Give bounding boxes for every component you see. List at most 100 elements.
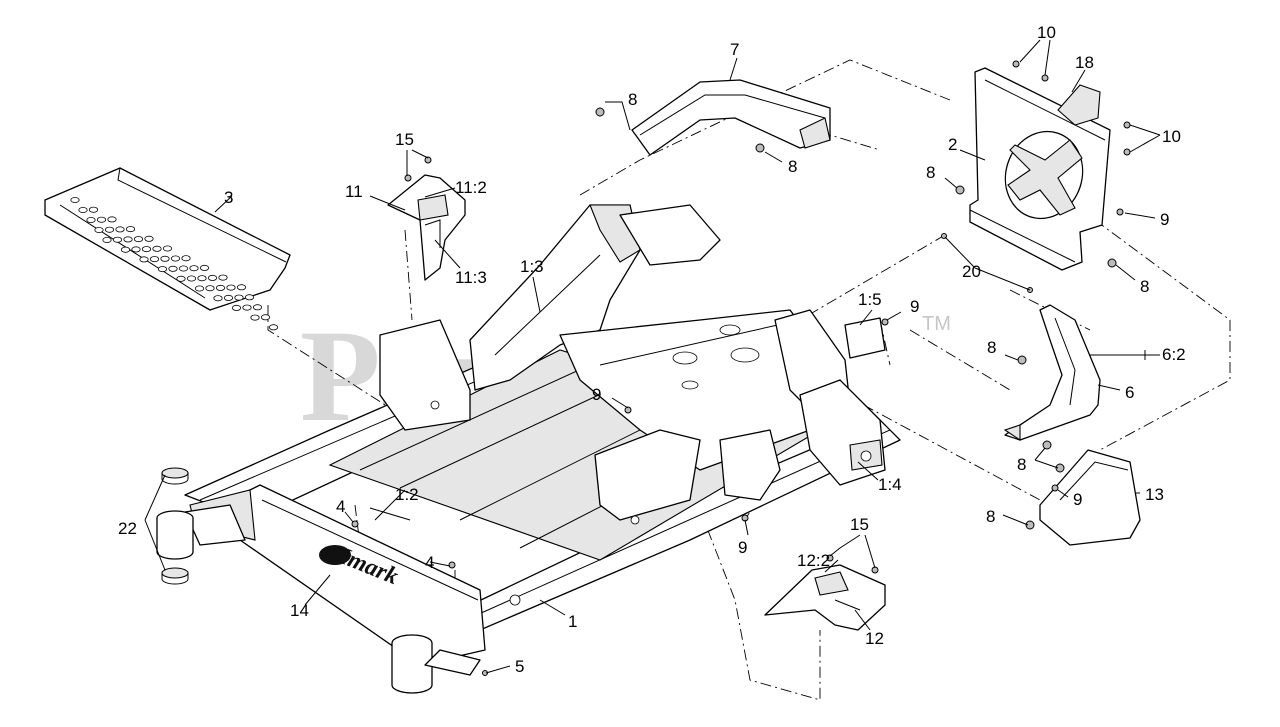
callout-9-a: 9: [910, 297, 919, 316]
callout-14: 14: [290, 601, 309, 620]
callout-8-b: 8: [788, 157, 797, 176]
perforation-hole: [125, 226, 136, 233]
callout-6: 6: [1125, 383, 1134, 402]
perforation-hole: [176, 275, 186, 282]
callout-1-3: 1:3: [520, 257, 544, 276]
bracket-plate-12: [764, 564, 886, 631]
callout-12-2: 12:2: [797, 551, 830, 570]
callout-1-4: 1:4: [878, 475, 902, 494]
perforation-hole: [152, 245, 162, 252]
perforation-hole: [120, 246, 131, 253]
perforation-hole: [131, 246, 141, 253]
perforation-hole: [234, 294, 244, 301]
callout-1-5: 1:5: [858, 290, 882, 309]
callout-8-a: 8: [628, 90, 637, 109]
perforation-hole: [189, 265, 199, 272]
callout-1: 1: [568, 612, 577, 631]
callout-10-b: 10: [1162, 127, 1181, 146]
callout-8-e: 8: [987, 338, 996, 357]
callout-18: 18: [1075, 53, 1094, 72]
perforation-hole: [207, 274, 218, 281]
perforation-hole: [186, 275, 197, 282]
perforation-hole: [78, 206, 88, 213]
perforation-hole: [112, 236, 123, 243]
perforation-hole: [244, 294, 255, 301]
perforation-hole: [168, 265, 178, 272]
perforation-hole: [199, 264, 210, 271]
callout-20: 20: [962, 262, 981, 281]
perforation-hole: [149, 256, 160, 263]
cover-plate-11: [387, 174, 466, 281]
perforation-hole: [226, 284, 236, 291]
side-scoop: [1039, 449, 1141, 546]
perforation-hole: [157, 266, 168, 273]
perforation-hole: [115, 226, 125, 233]
perforation-hole: [197, 275, 207, 282]
rear-panel: [969, 67, 1111, 271]
perforation-hole: [250, 314, 260, 321]
perforation-hole: [268, 324, 279, 331]
callout-10-a: 10: [1037, 23, 1056, 42]
callout-13: 13: [1145, 485, 1164, 504]
watermark-trademark: TM: [922, 313, 951, 335]
callout-7: 7: [730, 40, 739, 59]
perforation-hole: [86, 216, 96, 223]
perforation-hole: [205, 285, 215, 292]
callout-9-b: 9: [1160, 210, 1169, 229]
perforation-hole: [107, 216, 117, 223]
perforation-hole: [260, 314, 271, 321]
perforation-hole: [223, 294, 234, 301]
perforation-hole: [104, 226, 115, 233]
callout-5: 5: [515, 657, 524, 676]
perforation-hole: [133, 236, 144, 243]
perforation-hole: [252, 304, 263, 311]
perforation-hole: [181, 255, 191, 262]
callout-9-c: 9: [592, 385, 601, 404]
perforation-hole: [160, 255, 170, 262]
perforation-hole: [213, 295, 223, 302]
top-shield: [631, 79, 831, 156]
callout-9-d: 9: [1073, 490, 1082, 509]
callout-8-d: 8: [1140, 277, 1149, 296]
callout-11-3: 11:3: [455, 268, 487, 287]
callout-8-g: 8: [986, 507, 995, 526]
callout-11: 11: [345, 182, 363, 201]
callout-15-a: 15: [395, 130, 414, 149]
perforation-hole: [70, 196, 80, 203]
rear-shield: [1003, 304, 1101, 442]
callout-1-2: 1:2: [395, 485, 419, 504]
perforation-hole: [102, 236, 112, 243]
perforation-hole: [123, 236, 133, 243]
leader-lines: [144, 39, 1161, 674]
caster-tube: [156, 467, 246, 585]
callout-8-f: 8: [1017, 455, 1026, 474]
perforation-hole: [144, 235, 154, 242]
callout-15-b: 15: [850, 515, 869, 534]
callout-8-c: 8: [926, 163, 935, 182]
perforation-hole: [94, 226, 104, 233]
callout-4-b: 4: [425, 553, 434, 572]
perforation-hole: [141, 246, 152, 253]
perforation-hole: [178, 265, 189, 272]
callout-6-2: 6:2: [1162, 345, 1186, 364]
callout-labels: 1 1:2 1:3 1:4 1:5 2 3 4 4 5 6 6:2 7 8 8 …: [118, 23, 1186, 676]
perforation-hole: [194, 285, 205, 292]
perforation-hole: [231, 304, 242, 311]
callout-3: 3: [224, 188, 233, 207]
floor-plate: [44, 167, 291, 331]
callout-2: 2: [948, 135, 957, 154]
perforation-hole: [215, 284, 226, 291]
perforation-hole: [139, 256, 149, 263]
callout-12: 12: [865, 629, 884, 648]
fasteners: [351, 60, 1131, 676]
perforation-hole: [170, 255, 181, 262]
callout-9-e: 9: [738, 538, 747, 557]
perforation-hole: [88, 206, 99, 213]
perforation-hole: [162, 245, 173, 252]
perforation-hole: [96, 216, 107, 223]
bracket-1-5: [844, 317, 886, 359]
perforation-hole: [236, 284, 247, 291]
perforation-hole: [242, 304, 252, 311]
callout-22: 22: [118, 519, 137, 538]
